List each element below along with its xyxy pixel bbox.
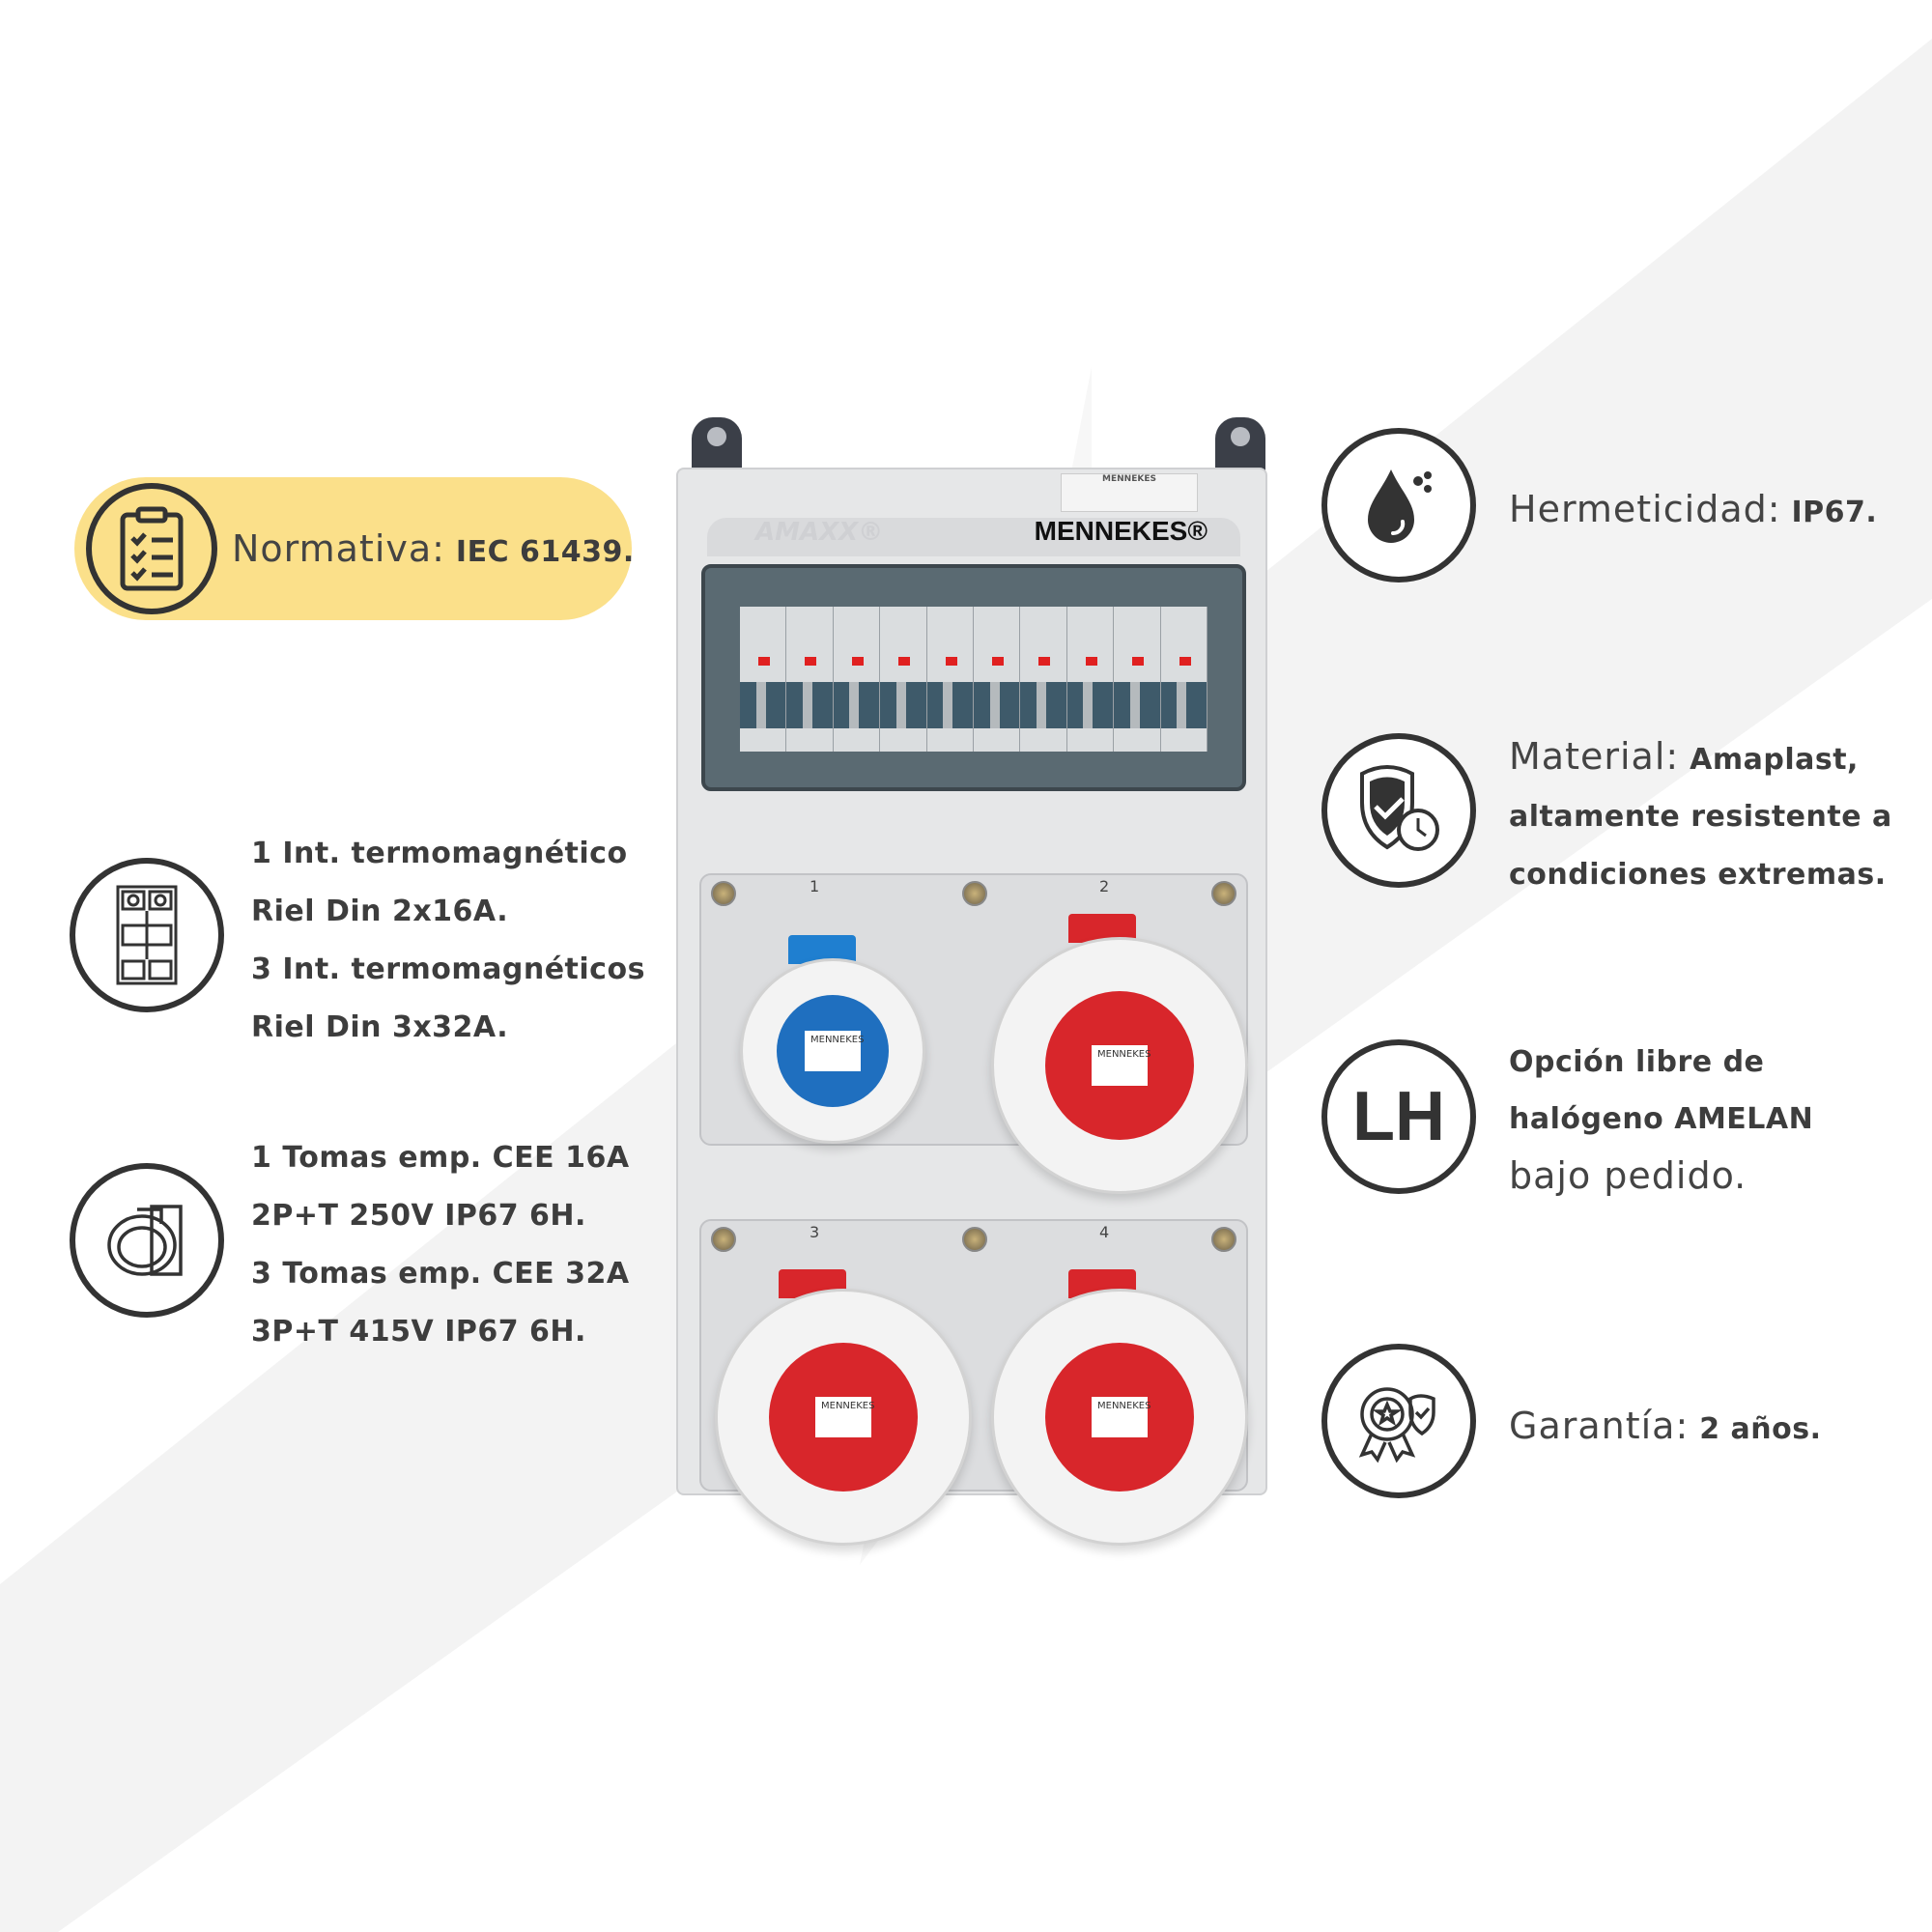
garantia-label: Garantía:: [1509, 1405, 1690, 1447]
water-drop-icon: [1321, 428, 1476, 582]
breaker-module[interactable]: [1020, 607, 1067, 752]
breaker-line-2: Riel Din 2x16A.: [251, 895, 509, 928]
award-shield-icon: [1321, 1344, 1476, 1498]
shield-check-clock-icon: [1321, 733, 1476, 888]
breaker-toggle[interactable]: [1020, 682, 1066, 728]
socket-panel-bottom: 3 4 MENNEKES MENNEKES: [699, 1219, 1248, 1546]
breaker-window: [701, 564, 1246, 791]
socket-number-2: 2: [1099, 877, 1110, 895]
breaker-module[interactable]: [740, 607, 787, 752]
trip-indicator: [991, 657, 1004, 666]
breaker-line-4: Riel Din 3x32A.: [251, 1010, 509, 1044]
breaker-module[interactable]: [1114, 607, 1161, 752]
brand-logo: MENNEKES®: [1034, 516, 1208, 546]
halogen-line-2: halógeno AMELAN: [1509, 1102, 1814, 1136]
breaker-toggle[interactable]: [974, 682, 1020, 728]
normativa-value: IEC 61439.: [455, 535, 635, 569]
distribution-box: MENNEKES AMAXX® MENNEKES® 1 2 MENNEKES M…: [676, 468, 1267, 1546]
industrial-socket-icon: [70, 1163, 224, 1318]
breaker-module[interactable]: [880, 607, 927, 752]
trip-indicator: [1179, 657, 1191, 666]
normativa-badge: Normativa: IEC 61439.: [74, 477, 635, 620]
socket-3-red[interactable]: MENNEKES: [715, 1289, 972, 1546]
breaker-line-1: 1 Int. termomagnético: [251, 837, 628, 870]
rating-plate: MENNEKES: [1061, 473, 1198, 512]
socket-line-1: 1 Tomas emp. CEE 16A: [251, 1141, 630, 1175]
halogen-tail: bajo pedido.: [1509, 1154, 1747, 1197]
garantia-value: 2 años.: [1699, 1412, 1822, 1446]
lid-strip: [707, 518, 1240, 556]
halogen-free-icon: LH: [1321, 1039, 1476, 1194]
socket-number-3: 3: [810, 1223, 820, 1241]
socket-panel-top: 1 2 MENNEKES MENNEKES: [699, 873, 1248, 1194]
halogen-line-1: Opción libre de: [1509, 1045, 1765, 1079]
lh-icon-text: LH: [1352, 1078, 1445, 1155]
trip-indicator: [805, 657, 817, 666]
material-value: Amaplast,: [1690, 743, 1859, 777]
breaker-toggle[interactable]: [1160, 682, 1208, 728]
circuit-breaker-icon: [70, 858, 224, 1012]
breaker-toggle[interactable]: [833, 682, 880, 728]
breaker-module[interactable]: [833, 607, 881, 752]
socket-line-4: 3P+T 415V IP67 6H.: [251, 1315, 586, 1349]
material-line-2: condiciones extremas.: [1509, 858, 1887, 892]
trip-indicator: [1132, 657, 1145, 666]
socket-4-red[interactable]: MENNEKES: [991, 1289, 1248, 1546]
din-rail: [740, 607, 1208, 752]
clipboard-checklist-icon: [86, 483, 217, 614]
breaker-toggle[interactable]: [740, 682, 786, 728]
breaker-line-3: 3 Int. termomagnéticos: [251, 952, 645, 986]
breaker-toggle[interactable]: [1066, 682, 1114, 728]
material-label: Material:: [1509, 735, 1680, 778]
breaker-module[interactable]: [786, 607, 834, 752]
socket-line-2: 2P+T 250V IP67 6H.: [251, 1199, 586, 1233]
breaker-module[interactable]: [1160, 607, 1208, 752]
breaker-module[interactable]: [974, 607, 1021, 752]
hermeticidad-label: Hermeticidad:: [1509, 488, 1781, 530]
trip-indicator: [898, 657, 911, 666]
normativa-label: Normativa:: [232, 527, 445, 570]
trip-indicator: [851, 657, 864, 666]
breaker-module[interactable]: [1066, 607, 1115, 752]
breaker-toggle[interactable]: [786, 682, 833, 728]
breaker-toggle[interactable]: [926, 682, 974, 728]
trip-indicator: [945, 657, 957, 666]
socket-line-3: 3 Tomas emp. CEE 32A: [251, 1257, 630, 1291]
breaker-toggle[interactable]: [880, 682, 926, 728]
socket-1-blue[interactable]: MENNEKES: [740, 958, 925, 1144]
series-logo: AMAXX®: [755, 518, 884, 547]
hermeticidad-value: IP67.: [1791, 496, 1878, 529]
socket-number-1: 1: [810, 877, 820, 895]
breaker-module[interactable]: [926, 607, 975, 752]
material-line-1: altamente resistente a: [1509, 800, 1892, 834]
trip-indicator: [757, 657, 770, 666]
breaker-toggle[interactable]: [1114, 682, 1160, 728]
trip-indicator: [1085, 657, 1097, 666]
trip-indicator: [1038, 657, 1051, 666]
socket-2-red[interactable]: MENNEKES: [991, 937, 1248, 1194]
socket-number-4: 4: [1099, 1223, 1110, 1241]
